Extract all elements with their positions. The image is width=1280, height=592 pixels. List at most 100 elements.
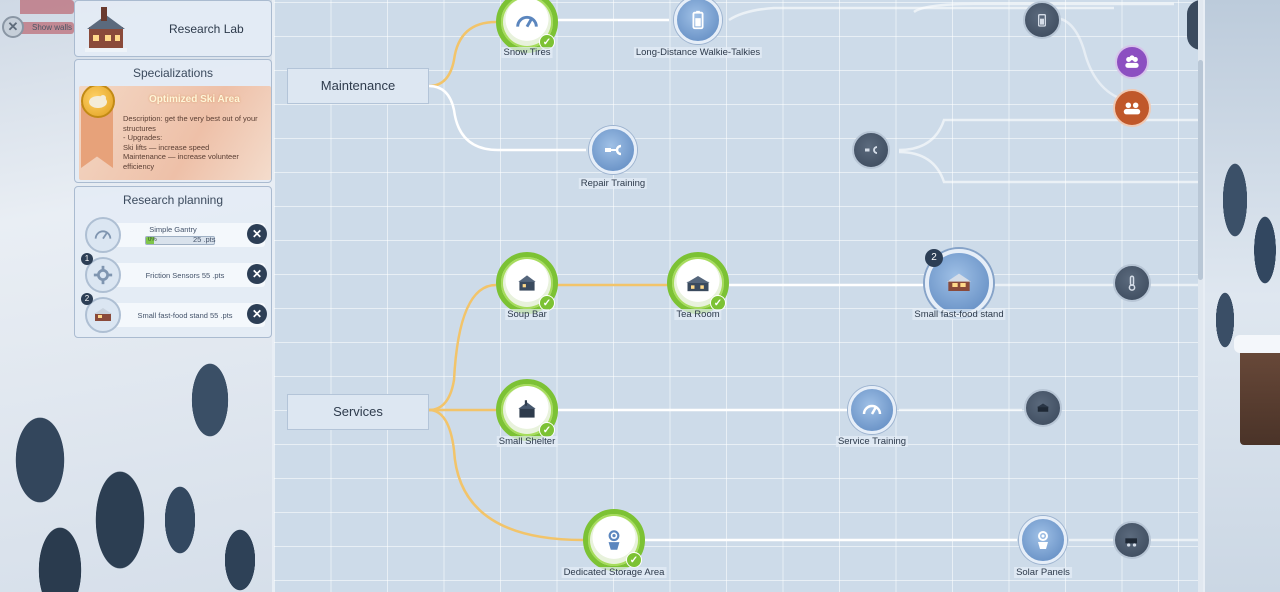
connector bbox=[428, 283, 497, 412]
node-label: Small fast-food stand bbox=[912, 309, 1006, 320]
node-label: Long-Distance Walkie-Talkies bbox=[633, 47, 763, 58]
vertical-scrollbar[interactable] bbox=[1198, 0, 1203, 592]
building-icon bbox=[518, 275, 536, 291]
progress-label: 0% bbox=[148, 237, 157, 243]
planning-item-name: Simple Gantry bbox=[149, 225, 197, 234]
node-locked-temperature[interactable] bbox=[1113, 264, 1151, 302]
planning-item-name-text: Friction Sensors bbox=[145, 271, 200, 280]
top-notification: ✕ Show walls bbox=[0, 0, 74, 42]
remove-research-button[interactable]: ✕ bbox=[247, 264, 267, 284]
remove-research-button[interactable]: ✕ bbox=[247, 224, 267, 244]
planning-item-name-text: Small fast-food stand bbox=[137, 311, 208, 320]
description-line: Description: get the very best out of yo… bbox=[123, 114, 258, 123]
specialization-description: Description: get the very best out of yo… bbox=[123, 114, 269, 171]
checkmark-icon: ✓ bbox=[626, 552, 642, 568]
research-tree[interactable]: Maintenance Services ✓ Snow Tires Long-D… bbox=[272, 0, 1205, 592]
shelter-icon bbox=[518, 400, 536, 418]
planning-item-box: Simple Gantry 0% 25 .pts bbox=[115, 223, 265, 247]
node-service-training[interactable] bbox=[848, 386, 896, 434]
background-scenery-right bbox=[1205, 0, 1280, 592]
planning-item-box: Small fast-food stand 55 .pts bbox=[115, 303, 265, 327]
planning-item[interactable]: Small fast-food stand 55 .pts 2 ✕ bbox=[81, 293, 267, 333]
node-snow-tires[interactable]: ✓ bbox=[496, 0, 558, 53]
specialization-card[interactable]: Optimized Ski Area Description: get the … bbox=[79, 86, 271, 180]
repair-icon bbox=[605, 144, 622, 156]
node-label: Soup Bar bbox=[505, 309, 549, 320]
planning-item[interactable]: Simple Gantry 0% 25 .pts ✕ bbox=[85, 217, 267, 253]
connector bbox=[428, 84, 586, 152]
node-tea-room[interactable]: ✓ bbox=[667, 252, 729, 314]
description-line: structures bbox=[123, 123, 156, 133]
flower-icon bbox=[1038, 531, 1048, 549]
flower-icon bbox=[608, 530, 620, 550]
repair-icon bbox=[865, 146, 878, 154]
medal-icon bbox=[81, 86, 115, 118]
connector bbox=[913, 2, 1174, 14]
node-locked-staff[interactable] bbox=[1115, 45, 1149, 79]
description-line: efficiency bbox=[123, 161, 155, 171]
category-maintenance[interactable]: Maintenance bbox=[287, 68, 429, 104]
node-label: Small Shelter bbox=[496, 436, 558, 447]
speedometer-icon bbox=[516, 15, 538, 28]
research-progress-bar: 0% bbox=[145, 236, 215, 245]
tree-connections bbox=[428, 2, 1202, 542]
node-label: Tea Room bbox=[674, 309, 722, 320]
node-label: Service Training bbox=[835, 436, 909, 447]
food-stand-icon bbox=[947, 273, 971, 291]
planning-item-points: 25 .pts bbox=[193, 235, 216, 244]
progress-fill bbox=[146, 237, 155, 244]
node-locked-shelter[interactable] bbox=[1024, 389, 1062, 427]
building-icon bbox=[686, 276, 710, 292]
checkmark-icon: ✓ bbox=[539, 422, 555, 438]
planning-item-name: Friction Sensors 55 .pts bbox=[115, 271, 255, 280]
battery-icon bbox=[692, 10, 704, 30]
connector bbox=[428, 20, 497, 88]
node-locked-volunteers[interactable] bbox=[1113, 89, 1151, 127]
people-group-icon bbox=[1125, 55, 1139, 68]
planning-item-name: Small fast-food stand 55 .pts bbox=[115, 311, 255, 320]
research-lab-title: Research Lab bbox=[169, 22, 244, 36]
shelter-icon bbox=[1037, 403, 1049, 412]
notification-bar bbox=[20, 22, 74, 34]
description-line: Ski lifts — increase speed bbox=[123, 142, 210, 152]
background-cabin bbox=[1234, 335, 1280, 445]
node-walkie-talkies[interactable] bbox=[674, 0, 722, 44]
planning-item-points: 55 .pts bbox=[201, 271, 225, 280]
research-planning-panel: Research planning Simple Gantry 0% 25 .p… bbox=[74, 186, 272, 338]
planning-item[interactable]: Friction Sensors 55 .pts 1 ✕ bbox=[81, 253, 267, 293]
connector bbox=[728, 6, 1114, 22]
close-icon[interactable]: ✕ bbox=[2, 16, 24, 38]
thermometer-icon bbox=[1128, 275, 1136, 291]
people-group-icon bbox=[1123, 102, 1141, 115]
scrollbar-thumb[interactable] bbox=[1198, 60, 1203, 280]
node-dedicated-storage-area[interactable]: ✓ bbox=[583, 509, 645, 571]
connector bbox=[1053, 16, 1125, 102]
queue-number: 1 bbox=[81, 253, 93, 265]
node-soup-bar[interactable]: ✓ bbox=[496, 252, 558, 314]
specializations-panel: Specializations Optimized Ski Area Descr… bbox=[74, 59, 272, 183]
description-line: Maintenance — increase volunteer bbox=[123, 152, 239, 161]
node-label: Solar Panels bbox=[1014, 567, 1072, 578]
node-small-fast-food-stand[interactable]: 2 bbox=[925, 249, 993, 317]
category-services[interactable]: Services bbox=[287, 394, 429, 430]
notification-text: Show walls bbox=[32, 23, 73, 32]
speedometer-icon bbox=[862, 404, 882, 415]
node-small-shelter[interactable]: ✓ bbox=[496, 379, 558, 441]
queue-number: 2 bbox=[925, 249, 943, 267]
node-locked-vehicle[interactable] bbox=[1113, 521, 1151, 559]
speedometer-icon bbox=[85, 217, 121, 253]
node-solar-panels[interactable] bbox=[1019, 516, 1067, 564]
node-label: Snow Tires bbox=[501, 47, 553, 58]
node-repair-training[interactable] bbox=[589, 126, 637, 174]
queue-number: 2 bbox=[81, 293, 93, 305]
research-lab-panel: Research Lab bbox=[74, 0, 272, 57]
connector bbox=[898, 118, 1202, 152]
node-locked-battery[interactable] bbox=[1023, 1, 1061, 39]
node-label: Repair Training bbox=[578, 178, 648, 189]
node-locked-repair[interactable] bbox=[852, 131, 890, 169]
research-planning-title: Research planning bbox=[122, 193, 224, 207]
remove-research-button[interactable]: ✕ bbox=[247, 304, 267, 324]
research-lab-building-icon bbox=[85, 7, 127, 52]
planning-item-box: Friction Sensors 55 .pts bbox=[115, 263, 265, 287]
planning-item-points: 55 .pts bbox=[210, 311, 233, 320]
